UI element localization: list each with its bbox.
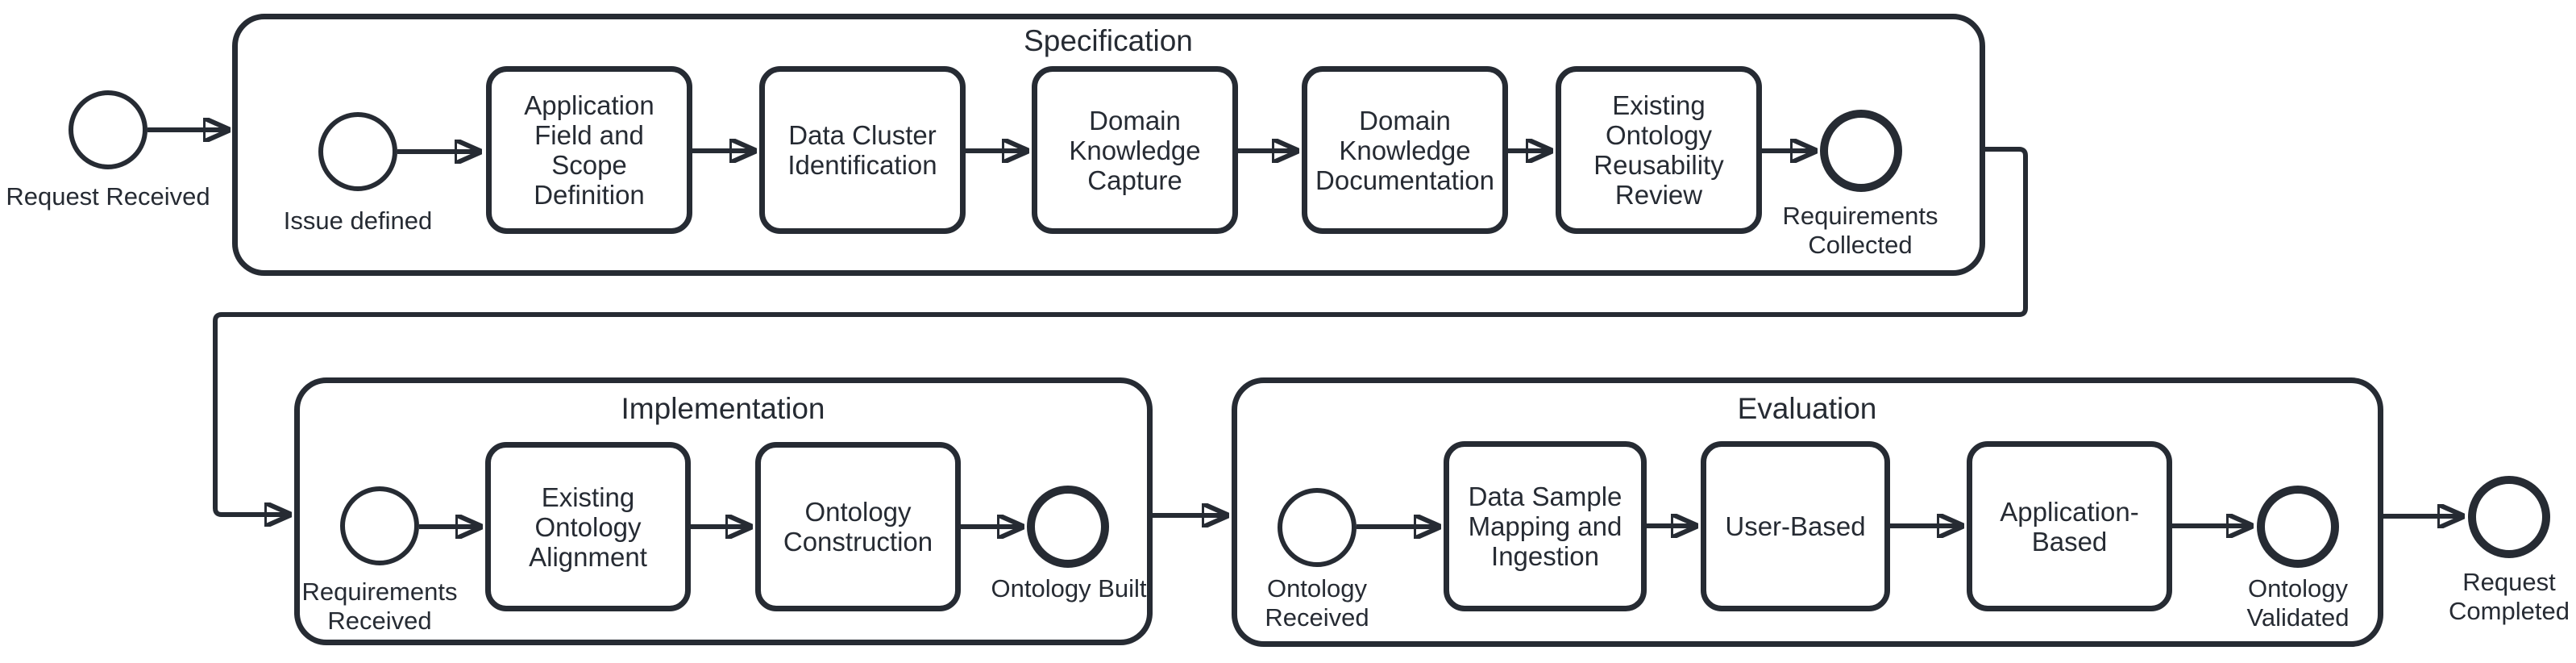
end-event-ontology-validated-label: Ontology Validated	[2246, 574, 2350, 632]
task-data-cluster-identification: Data Cluster Identification	[759, 66, 966, 234]
start-event-requirements-received	[340, 486, 419, 565]
start-event-ontology-received-label: Ontology Received	[1265, 574, 1369, 632]
task-domain-knowledge-documentation: Domain Knowledge Documentation	[1302, 66, 1508, 234]
lane-title-specification: Specification	[1024, 24, 1193, 57]
end-event-ontology-validated	[2257, 486, 2339, 568]
lane-title-implementation: Implementation	[621, 392, 825, 425]
lane-title-evaluation: Evaluation	[1737, 392, 1877, 425]
start-event-requirements-received-label: Requirements Received	[301, 578, 458, 635]
task-application-field-and-scope-definition: Application Field and Scope Definition	[486, 66, 692, 234]
start-event-request-received-label: Request Received	[6, 182, 210, 211]
task-domain-knowledge-capture: Domain Knowledge Capture	[1032, 66, 1238, 234]
start-event-issue-defined-label: Issue defined	[283, 206, 433, 235]
task-user-based: User-Based	[1701, 441, 1890, 611]
end-event-ontology-built	[1027, 486, 1109, 568]
end-event-requirements-collected	[1820, 110, 1902, 192]
task-ontology-construction: Ontology Construction	[755, 442, 961, 611]
end-event-ontology-built-label: Ontology Built	[991, 574, 1147, 603]
task-data-sample-mapping-and-ingestion: Data Sample Mapping and Ingestion	[1444, 441, 1647, 611]
task-application-based: Application-Based	[1967, 441, 2172, 611]
task-existing-ontology-reusability-review: Existing Ontology Reusability Review	[1556, 66, 1762, 234]
start-event-issue-defined	[318, 112, 397, 191]
task-existing-ontology-alignment: Existing Ontology Alignment	[485, 442, 691, 611]
start-event-ontology-received	[1278, 488, 1357, 567]
end-event-requirements-collected-label: Requirements Collected	[1782, 202, 1938, 259]
end-event-request-completed-label: Request Completed	[2449, 568, 2570, 625]
end-event-request-completed	[2468, 476, 2550, 558]
start-event-request-received	[69, 90, 147, 169]
